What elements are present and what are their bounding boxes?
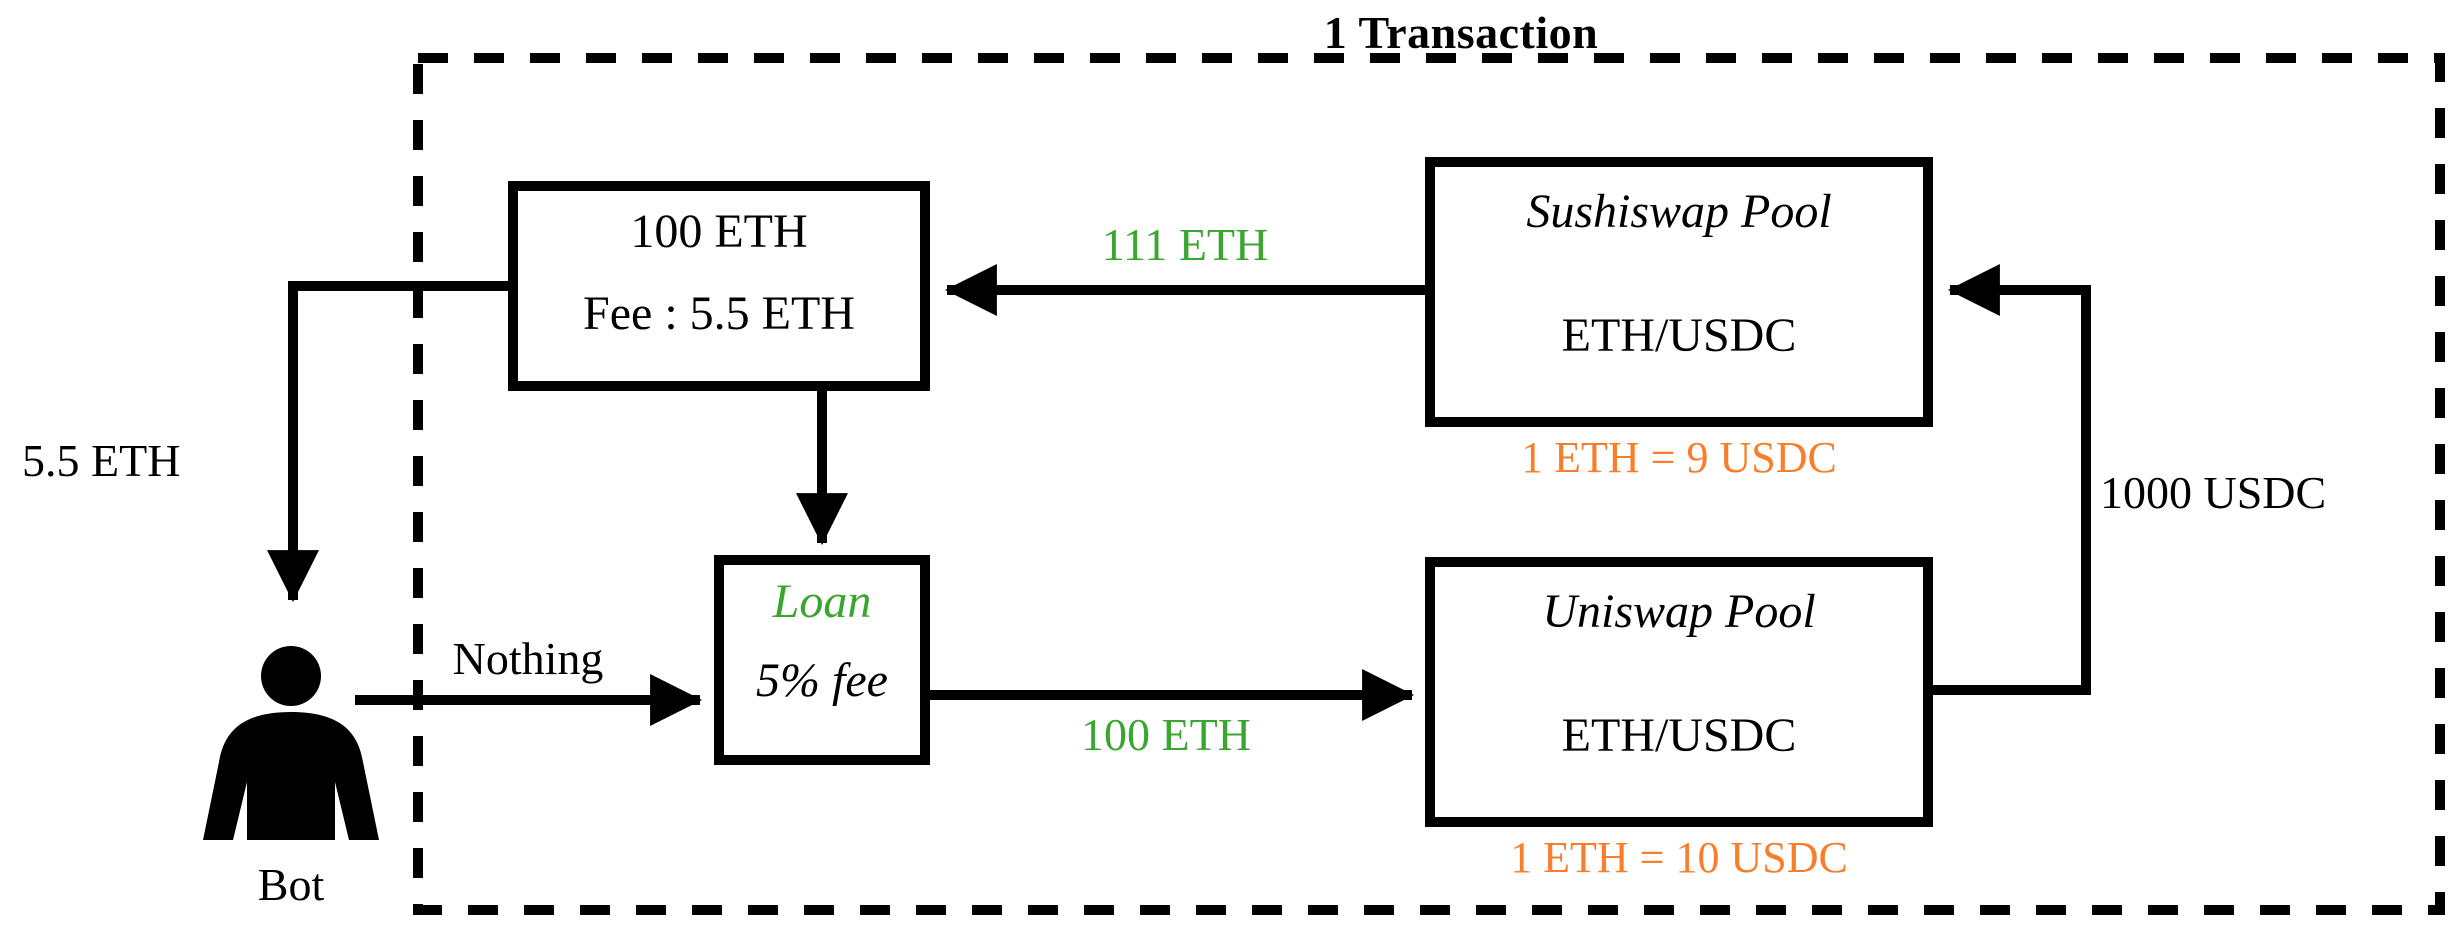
sushiswap-pool-title: Sushiswap Pool — [1526, 185, 1832, 238]
loan-box — [714, 555, 930, 765]
loan-fee: 5% fee — [756, 654, 888, 707]
edge-label-sushiswap-to-repay: 111 ETH — [1101, 219, 1269, 270]
loan-title: Loan — [772, 575, 872, 628]
diagram-title: 1 Transaction — [1323, 7, 1599, 58]
flashloan-repay-amount: 100 ETH — [630, 205, 808, 258]
uniswap-pool-pair: ETH/USDC — [1561, 709, 1797, 762]
sushiswap-pool-pair: ETH/USDC — [1561, 309, 1797, 362]
edge-label-uniswap-to-sushiswap: 1000 USDC — [2100, 467, 2327, 518]
edge-repay-to-bot — [267, 281, 513, 603]
sushiswap-pool-rate: 1 ETH = 9 USDC — [1521, 433, 1837, 482]
edge-label-repay-to-bot: 5.5 ETH — [22, 435, 181, 486]
edge-label-bot-to-loan: Nothing — [452, 633, 604, 684]
bot-person-icon — [203, 646, 379, 840]
sushiswap-pool-box — [1425, 157, 1933, 427]
transaction-boundary — [413, 53, 2445, 915]
bot-label: Bot — [257, 859, 325, 910]
edge-label-loan-to-uniswap: 100 ETH — [1081, 709, 1251, 760]
edge-uniswap-to-sushiswap — [1928, 264, 2091, 695]
flashloan-repay-box — [508, 181, 930, 391]
flashloan-repay-fee: Fee : 5.5 ETH — [583, 287, 855, 340]
uniswap-pool-rate: 1 ETH = 10 USDC — [1510, 833, 1848, 882]
uniswap-pool-title: Uniswap Pool — [1542, 585, 1816, 638]
